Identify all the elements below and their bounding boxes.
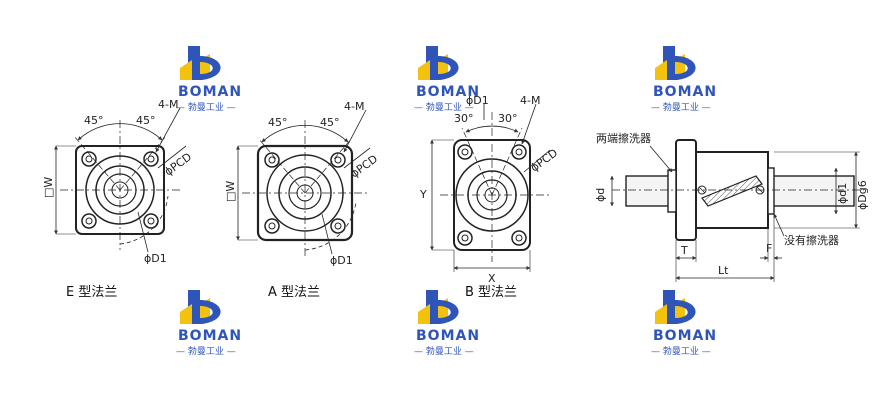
e-angle-left: 45° <box>84 114 104 127</box>
e-flange-caption: E 型法兰 <box>66 285 118 300</box>
b-width-label: X <box>488 272 496 285</box>
logo-text: BOMAN <box>653 84 717 100</box>
b-pcd-label: ϕPCD <box>528 146 560 174</box>
logo-subtitle: — 勃曼工业 — <box>414 345 474 357</box>
a-flange-view <box>236 109 371 258</box>
b-height-label: Y <box>419 188 427 201</box>
dg6-label: ϕDg6 <box>856 180 869 210</box>
b-flange-view <box>430 103 552 272</box>
a-flange-labels: 45° 45° 4-M ϕPCD □W ϕD1 <box>224 100 380 267</box>
shaft-dia-label: ϕd <box>594 188 607 202</box>
b-flange-labels: 30° 30° 4-M ϕPCD ϕD1 Y X <box>419 94 560 285</box>
logo-text: BOMAN <box>653 328 717 344</box>
f-label: F <box>766 242 772 255</box>
logo-text: BOMAN <box>416 328 480 344</box>
b-bore-label: ϕD1 <box>466 94 489 107</box>
lt-label: Lt <box>718 264 729 277</box>
e-flange-view <box>54 107 187 253</box>
b-angle-right: 30° <box>498 112 518 125</box>
a-holes-label: 4-M <box>344 100 364 113</box>
a-bore-label: ϕD1 <box>330 254 353 267</box>
logo-text: BOMAN <box>416 84 480 100</box>
d1-label: ϕd1 <box>836 183 849 204</box>
b-flange-caption: B 型法兰 <box>465 285 518 300</box>
logo-text: BOMAN <box>178 328 242 344</box>
e-bore-label: ϕD1 <box>144 252 167 265</box>
logo-bottom-3: BOMAN — 勃曼工业 — <box>651 290 717 357</box>
side-view <box>610 139 864 282</box>
a-flange-caption: A 型法兰 <box>268 285 321 300</box>
e-angle-right: 45° <box>136 114 156 127</box>
logo-subtitle: — 勃曼工业 — <box>176 345 236 357</box>
logo-top-1: BOMAN — 勃曼工业 — <box>176 46 242 113</box>
logo-top-2: BOMAN — 勃曼工业 — <box>414 46 480 113</box>
logo-subtitle: — 勃曼工业 — <box>176 101 236 113</box>
a-angle-left: 45° <box>268 116 288 129</box>
logo-bottom-2: BOMAN — 勃曼工业 — <box>414 290 480 357</box>
logo-top-3: BOMAN — 勃曼工业 — <box>651 46 717 113</box>
e-flange-labels: 45° 45° 4-M ϕPCD □W ϕD1 <box>42 98 194 265</box>
logo-subtitle: — 勃曼工业 — <box>651 345 711 357</box>
logo-subtitle: — 勃曼工业 — <box>651 101 711 113</box>
a-angle-right: 45° <box>320 116 340 129</box>
logo-subtitle: — 勃曼工业 — <box>414 101 474 113</box>
wiper-both-label: 两端擦洗器 <box>596 131 651 145</box>
wiper-none-label: 没有擦洗器 <box>784 233 839 247</box>
logo-bottom-1: BOMAN — 勃曼工业 — <box>176 290 242 357</box>
b-holes-label: 4-M <box>520 94 540 107</box>
a-width-label: □W <box>224 181 237 202</box>
e-holes-label: 4-M <box>158 98 178 111</box>
e-width-label: □W <box>42 177 55 198</box>
b-angle-left: 30° <box>454 112 474 125</box>
logo-text: BOMAN <box>178 84 242 100</box>
side-labels: 两端擦洗器 没有擦洗器 ϕd ϕd1 ϕDg6 T F Lt <box>594 131 869 277</box>
t-label: T <box>680 244 688 257</box>
e-pcd-label: ϕPCD <box>162 150 194 178</box>
